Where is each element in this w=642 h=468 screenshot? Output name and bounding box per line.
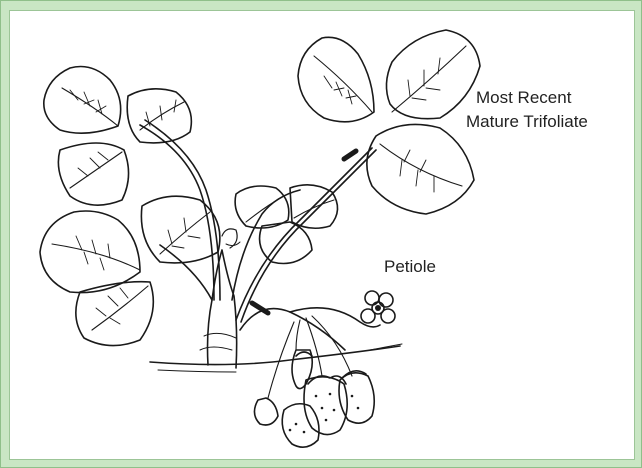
leaf-mature-trifoliate [298, 30, 480, 214]
stem-left-leaf [140, 125, 214, 300]
ground-line [150, 346, 400, 365]
stem-lower-left [160, 245, 212, 300]
stem-flower [290, 308, 380, 327]
leaf-lower-left [40, 196, 220, 345]
petiole-marker-top [344, 151, 356, 159]
label-most-recent: Most Recent [476, 86, 571, 110]
label-mature-trifoliate: Mature Trifoliate [466, 110, 588, 134]
strawberries [254, 316, 374, 447]
label-petiole: Petiole [384, 255, 436, 279]
leaf-top-left [44, 67, 192, 206]
stem-petiole [240, 309, 345, 350]
leaf-center [235, 185, 337, 264]
flower [361, 291, 395, 323]
